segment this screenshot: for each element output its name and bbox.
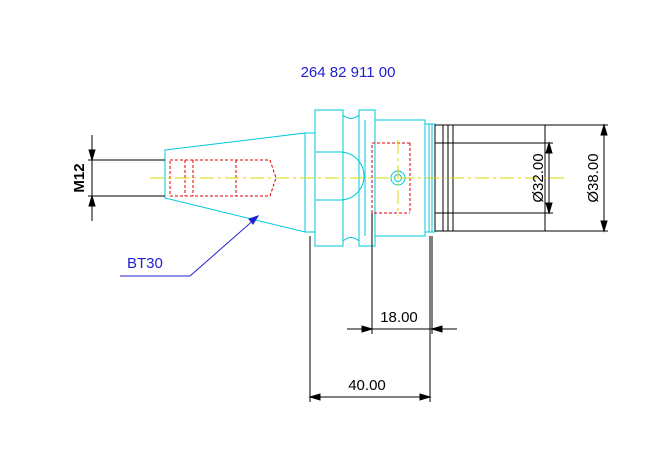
taper-cone (164, 132, 306, 233)
thread-label: M12 (71, 163, 88, 192)
taper-label: BT30 (127, 255, 163, 272)
diameter-32-label: Ø32.00 (530, 153, 547, 202)
inner-bore (371, 142, 410, 214)
length-40-label: 40.00 (348, 377, 386, 394)
bt30-leader (120, 215, 260, 277)
length-18-label: 18.00 (380, 309, 418, 326)
center-lines (150, 140, 568, 216)
drive-slot (316, 151, 365, 201)
diameter-38-label: Ø38.00 (585, 153, 602, 202)
part-number: 264 82 911 00 (301, 64, 396, 81)
dimension-lines (88, 123, 608, 402)
